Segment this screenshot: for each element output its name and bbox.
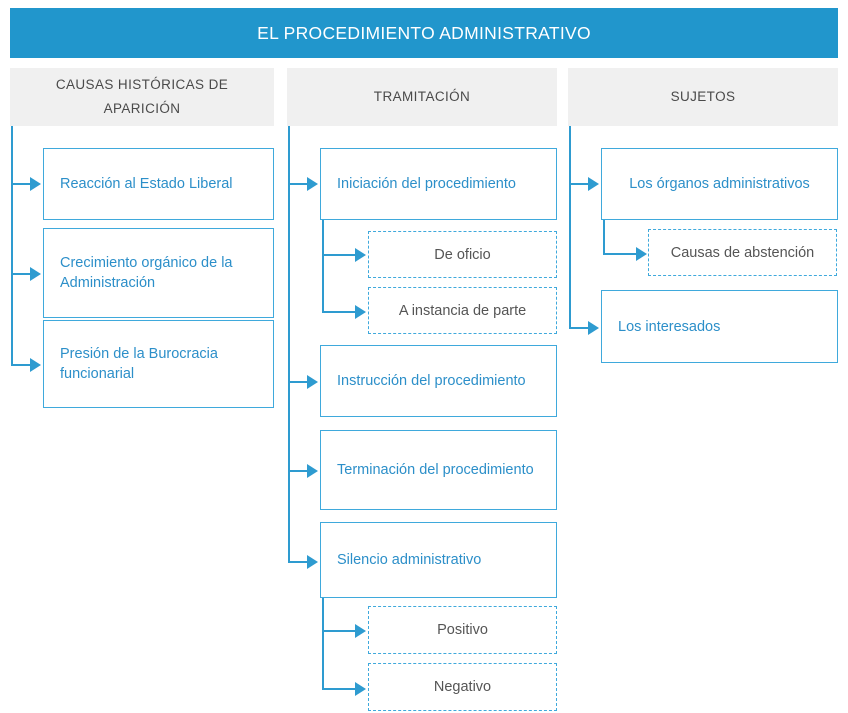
connector-stem-negativo (322, 688, 357, 690)
arrow-head-interesados (588, 321, 599, 335)
connector-stem-a-instancia-de-parte (322, 311, 357, 313)
connector-stem-de-oficio (322, 254, 357, 256)
node-label: Instrucción del procedimiento (337, 373, 526, 389)
arrow-head-organos-administrativos (588, 177, 599, 191)
arrow-head-crecimiento-organico (30, 267, 41, 281)
column-header-label: CAUSAS HISTÓRICAS DE APARICIÓN (55, 77, 229, 116)
column-header-label: TRAMITACIÓN (373, 89, 471, 104)
node-iniciacion-procedimiento[interactable]: Iniciación del procedimiento (320, 148, 557, 220)
arrow-head-iniciacion-procedimiento (307, 177, 318, 191)
node-label: Crecimiento orgánico de la Administració… (60, 255, 233, 291)
trunk-line-sujetos (569, 126, 571, 329)
node-a-instancia-de-parte[interactable]: A instancia de parte (368, 287, 557, 334)
node-negativo[interactable]: Negativo (368, 663, 557, 711)
arrow-head-a-instancia-de-parte (355, 305, 366, 319)
arrow-head-causas-abstencion (636, 247, 647, 261)
connector-stem-organos-administrativos (569, 183, 590, 185)
node-label: Los interesados (618, 318, 721, 335)
trunk-line-causas-historicas (11, 126, 13, 365)
sub-trunk-line-iniciacion (322, 220, 324, 313)
node-label: Positivo (437, 622, 488, 638)
column-header-tramitacion: TRAMITACIÓN (287, 68, 557, 126)
node-terminacion-procedimiento[interactable]: Terminación del procedimiento (320, 430, 557, 510)
trunk-line-tramitacion (288, 126, 290, 563)
connector-stem-iniciacion-procedimiento (288, 183, 309, 185)
arrow-head-negativo (355, 682, 366, 696)
diagram-title-bar: EL PROCEDIMIENTO ADMINISTRATIVO (10, 8, 838, 58)
node-label: Reacción al Estado Liberal (60, 176, 233, 192)
connector-stem-presion-burocracia (11, 364, 32, 366)
node-presion-burocracia[interactable]: Presión de la Burocracia funcionarial (43, 320, 274, 408)
node-instruccion-procedimiento[interactable]: Instrucción del procedimiento (320, 345, 557, 417)
node-de-oficio[interactable]: De oficio (368, 231, 557, 278)
node-label: Terminación del procedimiento (337, 462, 534, 478)
sub-trunk-line-silencio (322, 598, 324, 690)
node-label: De oficio (434, 246, 491, 263)
node-reaccion-estado-liberal[interactable]: Reacción al Estado Liberal (43, 148, 274, 220)
connector-stem-positivo (322, 630, 357, 632)
column-header-label: SUJETOS (670, 89, 736, 104)
connector-stem-reaccion-estado-liberal (11, 183, 32, 185)
node-causas-abstencion[interactable]: Causas de abstención (648, 229, 837, 276)
node-interesados[interactable]: Los interesados (601, 290, 838, 363)
sub-trunk-line-organos (603, 220, 605, 255)
connector-stem-terminacion-procedimiento (288, 470, 309, 472)
connector-stem-crecimiento-organico (11, 273, 32, 275)
node-label: A instancia de parte (398, 302, 527, 319)
node-label: Los órganos administrativos (629, 176, 810, 192)
node-positivo[interactable]: Positivo (368, 606, 557, 654)
arrow-head-reaccion-estado-liberal (30, 177, 41, 191)
connector-stem-silencio-administrativo (288, 561, 309, 563)
arrow-head-instruccion-procedimiento (307, 375, 318, 389)
arrow-head-presion-burocracia (30, 358, 41, 372)
node-label: Silencio administrativo (337, 552, 482, 568)
node-label: Negativo (433, 679, 492, 695)
connector-stem-causas-abstencion (603, 253, 638, 255)
node-label: Causas de abstención (670, 244, 815, 261)
node-organos-administrativos[interactable]: Los órganos administrativos (601, 148, 838, 220)
node-crecimiento-organico[interactable]: Crecimiento orgánico de la Administració… (43, 228, 274, 318)
column-header-causas-historicas: CAUSAS HISTÓRICAS DE APARICIÓN (10, 68, 274, 126)
connector-stem-interesados (569, 327, 590, 329)
node-label: Iniciación del procedimiento (337, 176, 516, 192)
connector-stem-instruccion-procedimiento (288, 381, 309, 383)
page-title: EL PROCEDIMIENTO ADMINISTRATIVO (257, 22, 591, 43)
node-label: Presión de la Burocracia funcionarial (60, 346, 218, 382)
column-header-sujetos: SUJETOS (568, 68, 838, 126)
arrow-head-de-oficio (355, 248, 366, 262)
arrow-head-positivo (355, 624, 366, 638)
arrow-head-terminacion-procedimiento (307, 464, 318, 478)
arrow-head-silencio-administrativo (307, 555, 318, 569)
node-silencio-administrativo[interactable]: Silencio administrativo (320, 522, 557, 598)
